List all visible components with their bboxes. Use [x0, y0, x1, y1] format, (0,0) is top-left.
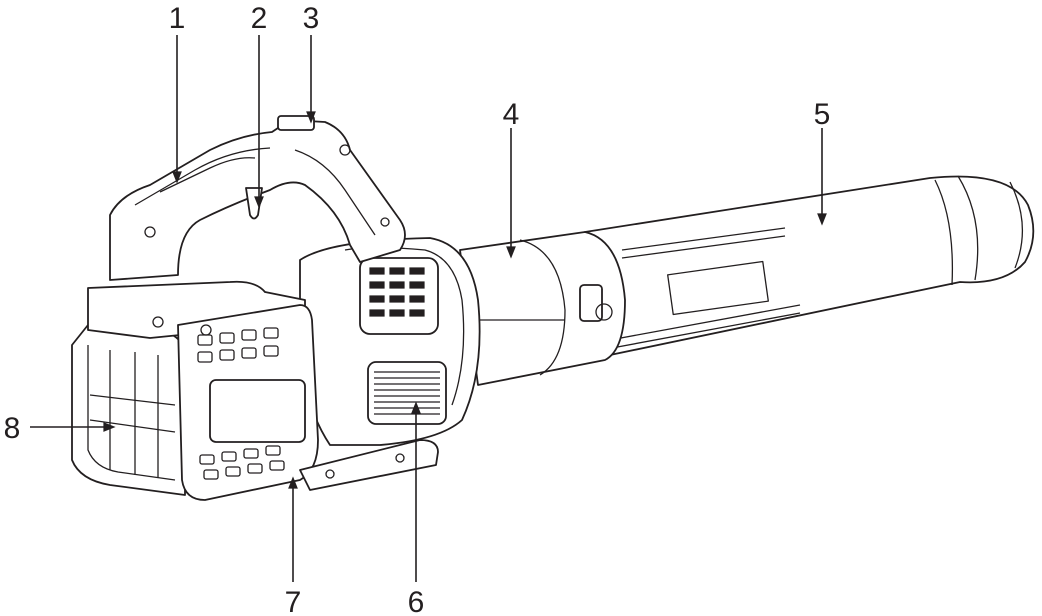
callout-labels: 1 2 3 4 5 6 7 8 [4, 2, 831, 616]
air-intake-vent [374, 371, 440, 415]
rear-cage [71, 324, 186, 496]
tube-collar [459, 231, 626, 386]
callout-3: 3 [303, 2, 320, 35]
callout-5: 5 [814, 98, 831, 131]
callout-6: 6 [408, 586, 425, 616]
lock-button [277, 115, 315, 131]
callout-7: 7 [285, 586, 302, 616]
callout-4: 4 [503, 98, 520, 131]
top-vent-slots [369, 267, 425, 317]
motor-housing [299, 237, 481, 446]
blower-tube [584, 175, 1035, 356]
base-foot [299, 439, 439, 491]
battery-pack [87, 280, 319, 501]
trigger [245, 187, 263, 220]
handle [109, 115, 406, 281]
front-grille-slots [197, 327, 285, 480]
callout-1: 1 [169, 2, 186, 35]
callout-8: 8 [4, 412, 21, 445]
callout-2: 2 [251, 2, 268, 35]
leader-lines [30, 35, 827, 582]
